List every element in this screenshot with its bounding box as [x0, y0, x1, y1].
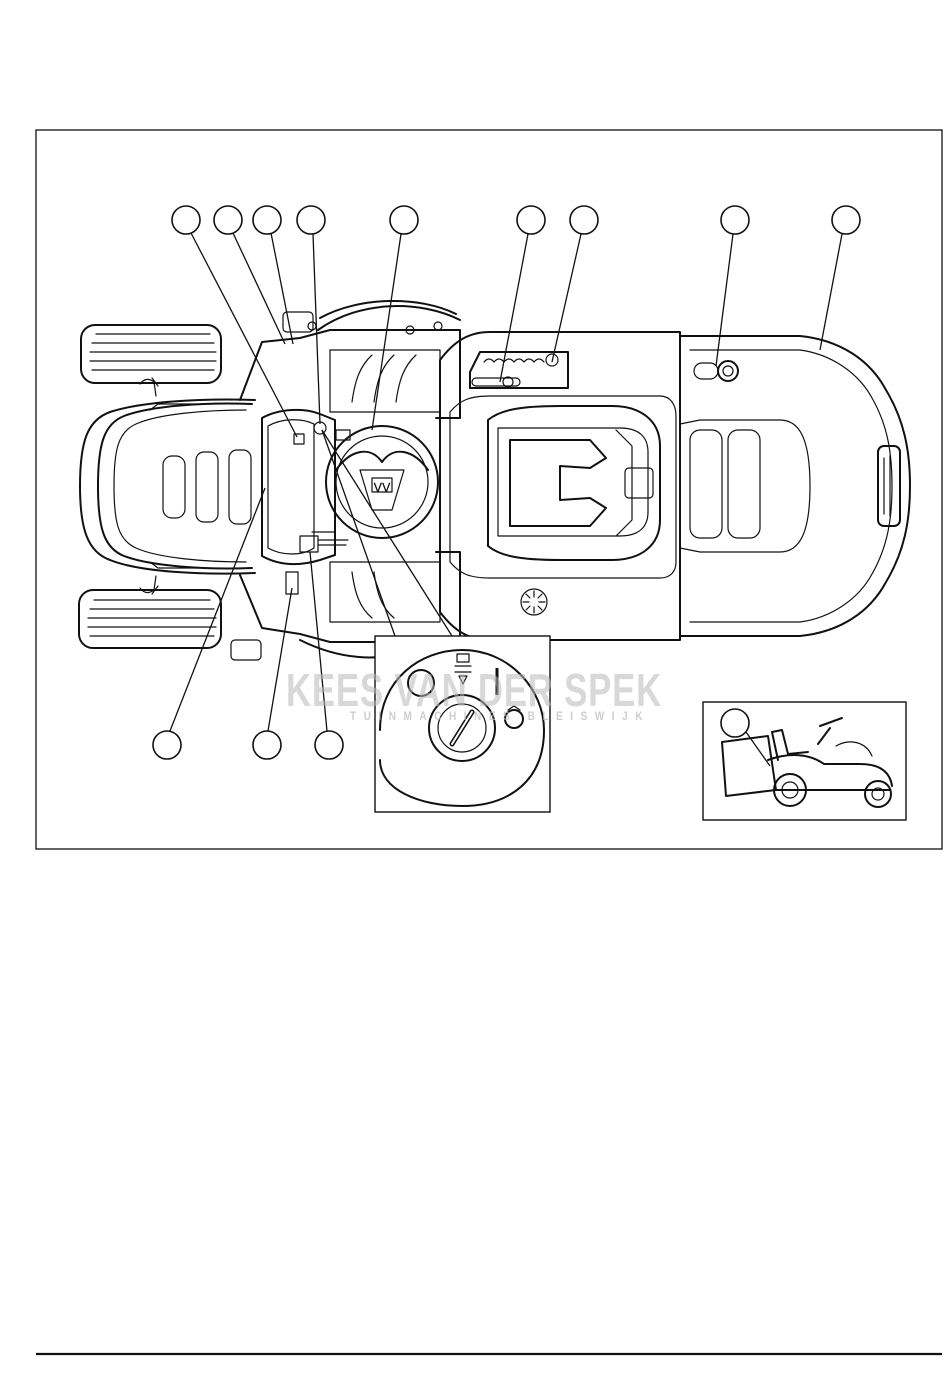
callout-circle	[253, 731, 281, 759]
callout-circle	[297, 206, 325, 234]
callout-circle	[517, 206, 545, 234]
callouts-bottom	[153, 731, 343, 759]
callout-circle	[390, 206, 418, 234]
front-right-wheel	[79, 590, 221, 648]
rear-handle	[878, 446, 900, 526]
hood-vent-3	[229, 450, 251, 524]
callout-circle	[214, 206, 242, 234]
callout-circle	[315, 731, 343, 759]
dash-indicator-b	[300, 536, 318, 552]
callout-circle	[721, 206, 749, 234]
callout-circle	[172, 206, 200, 234]
steering-wheel: ⋁⋁	[326, 426, 438, 538]
hood-vent-1	[163, 456, 185, 518]
watermark: KEES VAN DER SPEK TUINMACHINES BLEISWIJK	[286, 664, 662, 723]
left-footrest	[330, 350, 440, 412]
callouts-top	[172, 206, 860, 234]
callout-circle	[253, 206, 281, 234]
front-left-wheel	[81, 325, 221, 383]
rear-body	[680, 336, 910, 636]
svg-text:⋁⋁: ⋁⋁	[374, 482, 391, 493]
callout-circle	[570, 206, 598, 234]
callout-circle	[832, 206, 860, 234]
watermark-sub: TUINMACHINES BLEISWIJK	[350, 709, 650, 723]
hood-vent-2	[196, 452, 218, 522]
inset-side-view	[703, 702, 906, 820]
rear-vent-1	[690, 430, 722, 538]
callout-circle	[721, 709, 749, 737]
rear-vent-2	[728, 430, 760, 538]
ignition-detail-panel	[322, 430, 550, 812]
callout-circle	[153, 731, 181, 759]
engine-vent	[521, 589, 547, 615]
mower-top-view: ⋁⋁	[79, 301, 910, 660]
seat	[488, 406, 660, 560]
